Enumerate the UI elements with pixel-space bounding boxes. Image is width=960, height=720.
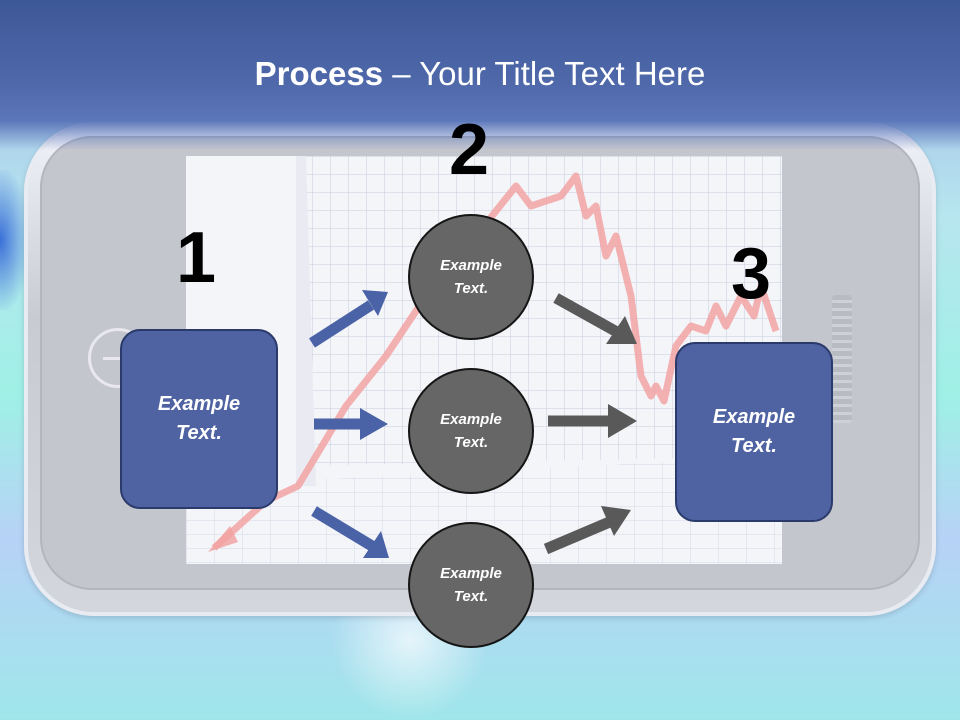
step-2-circle-bottom[interactable]: Example Text. bbox=[408, 522, 534, 648]
arrow-bottom-to-3 bbox=[543, 506, 631, 555]
step-number-2: 2 bbox=[449, 110, 490, 190]
step-number-3: 3 bbox=[731, 234, 772, 314]
step-2-circle-top[interactable]: Example Text. bbox=[408, 214, 534, 340]
slide-title: Process – Your Title Text Here bbox=[0, 54, 960, 94]
phone-speaker-grille bbox=[832, 295, 852, 423]
step-3-box[interactable]: Example Text. bbox=[675, 342, 833, 522]
title-bold: Process bbox=[254, 55, 384, 92]
circle-middle-text: Example Text. bbox=[440, 411, 502, 451]
step-3-text: Example Text. bbox=[712, 406, 796, 457]
arrow-top-to-3 bbox=[553, 293, 637, 344]
arrow-middle-to-3 bbox=[548, 404, 637, 438]
arrow-1-to-bottom bbox=[311, 506, 389, 558]
title-rest: – Your Title Text Here bbox=[383, 55, 706, 92]
step-1-box[interactable]: Example Text. bbox=[120, 329, 278, 509]
step-2-circle-middle[interactable]: Example Text. bbox=[408, 368, 534, 494]
arrow-1-to-middle bbox=[314, 408, 388, 440]
step-number-1: 1 bbox=[176, 218, 217, 298]
step-1-text: Example Text. bbox=[157, 393, 241, 444]
circle-top-text: Example Text. bbox=[440, 257, 502, 297]
circle-bottom-text: Example Text. bbox=[440, 565, 502, 605]
arrow-1-to-top bbox=[309, 290, 388, 348]
chart-trend-line bbox=[211, 172, 780, 551]
title-bar: Process – Your Title Text Here bbox=[0, 0, 960, 150]
